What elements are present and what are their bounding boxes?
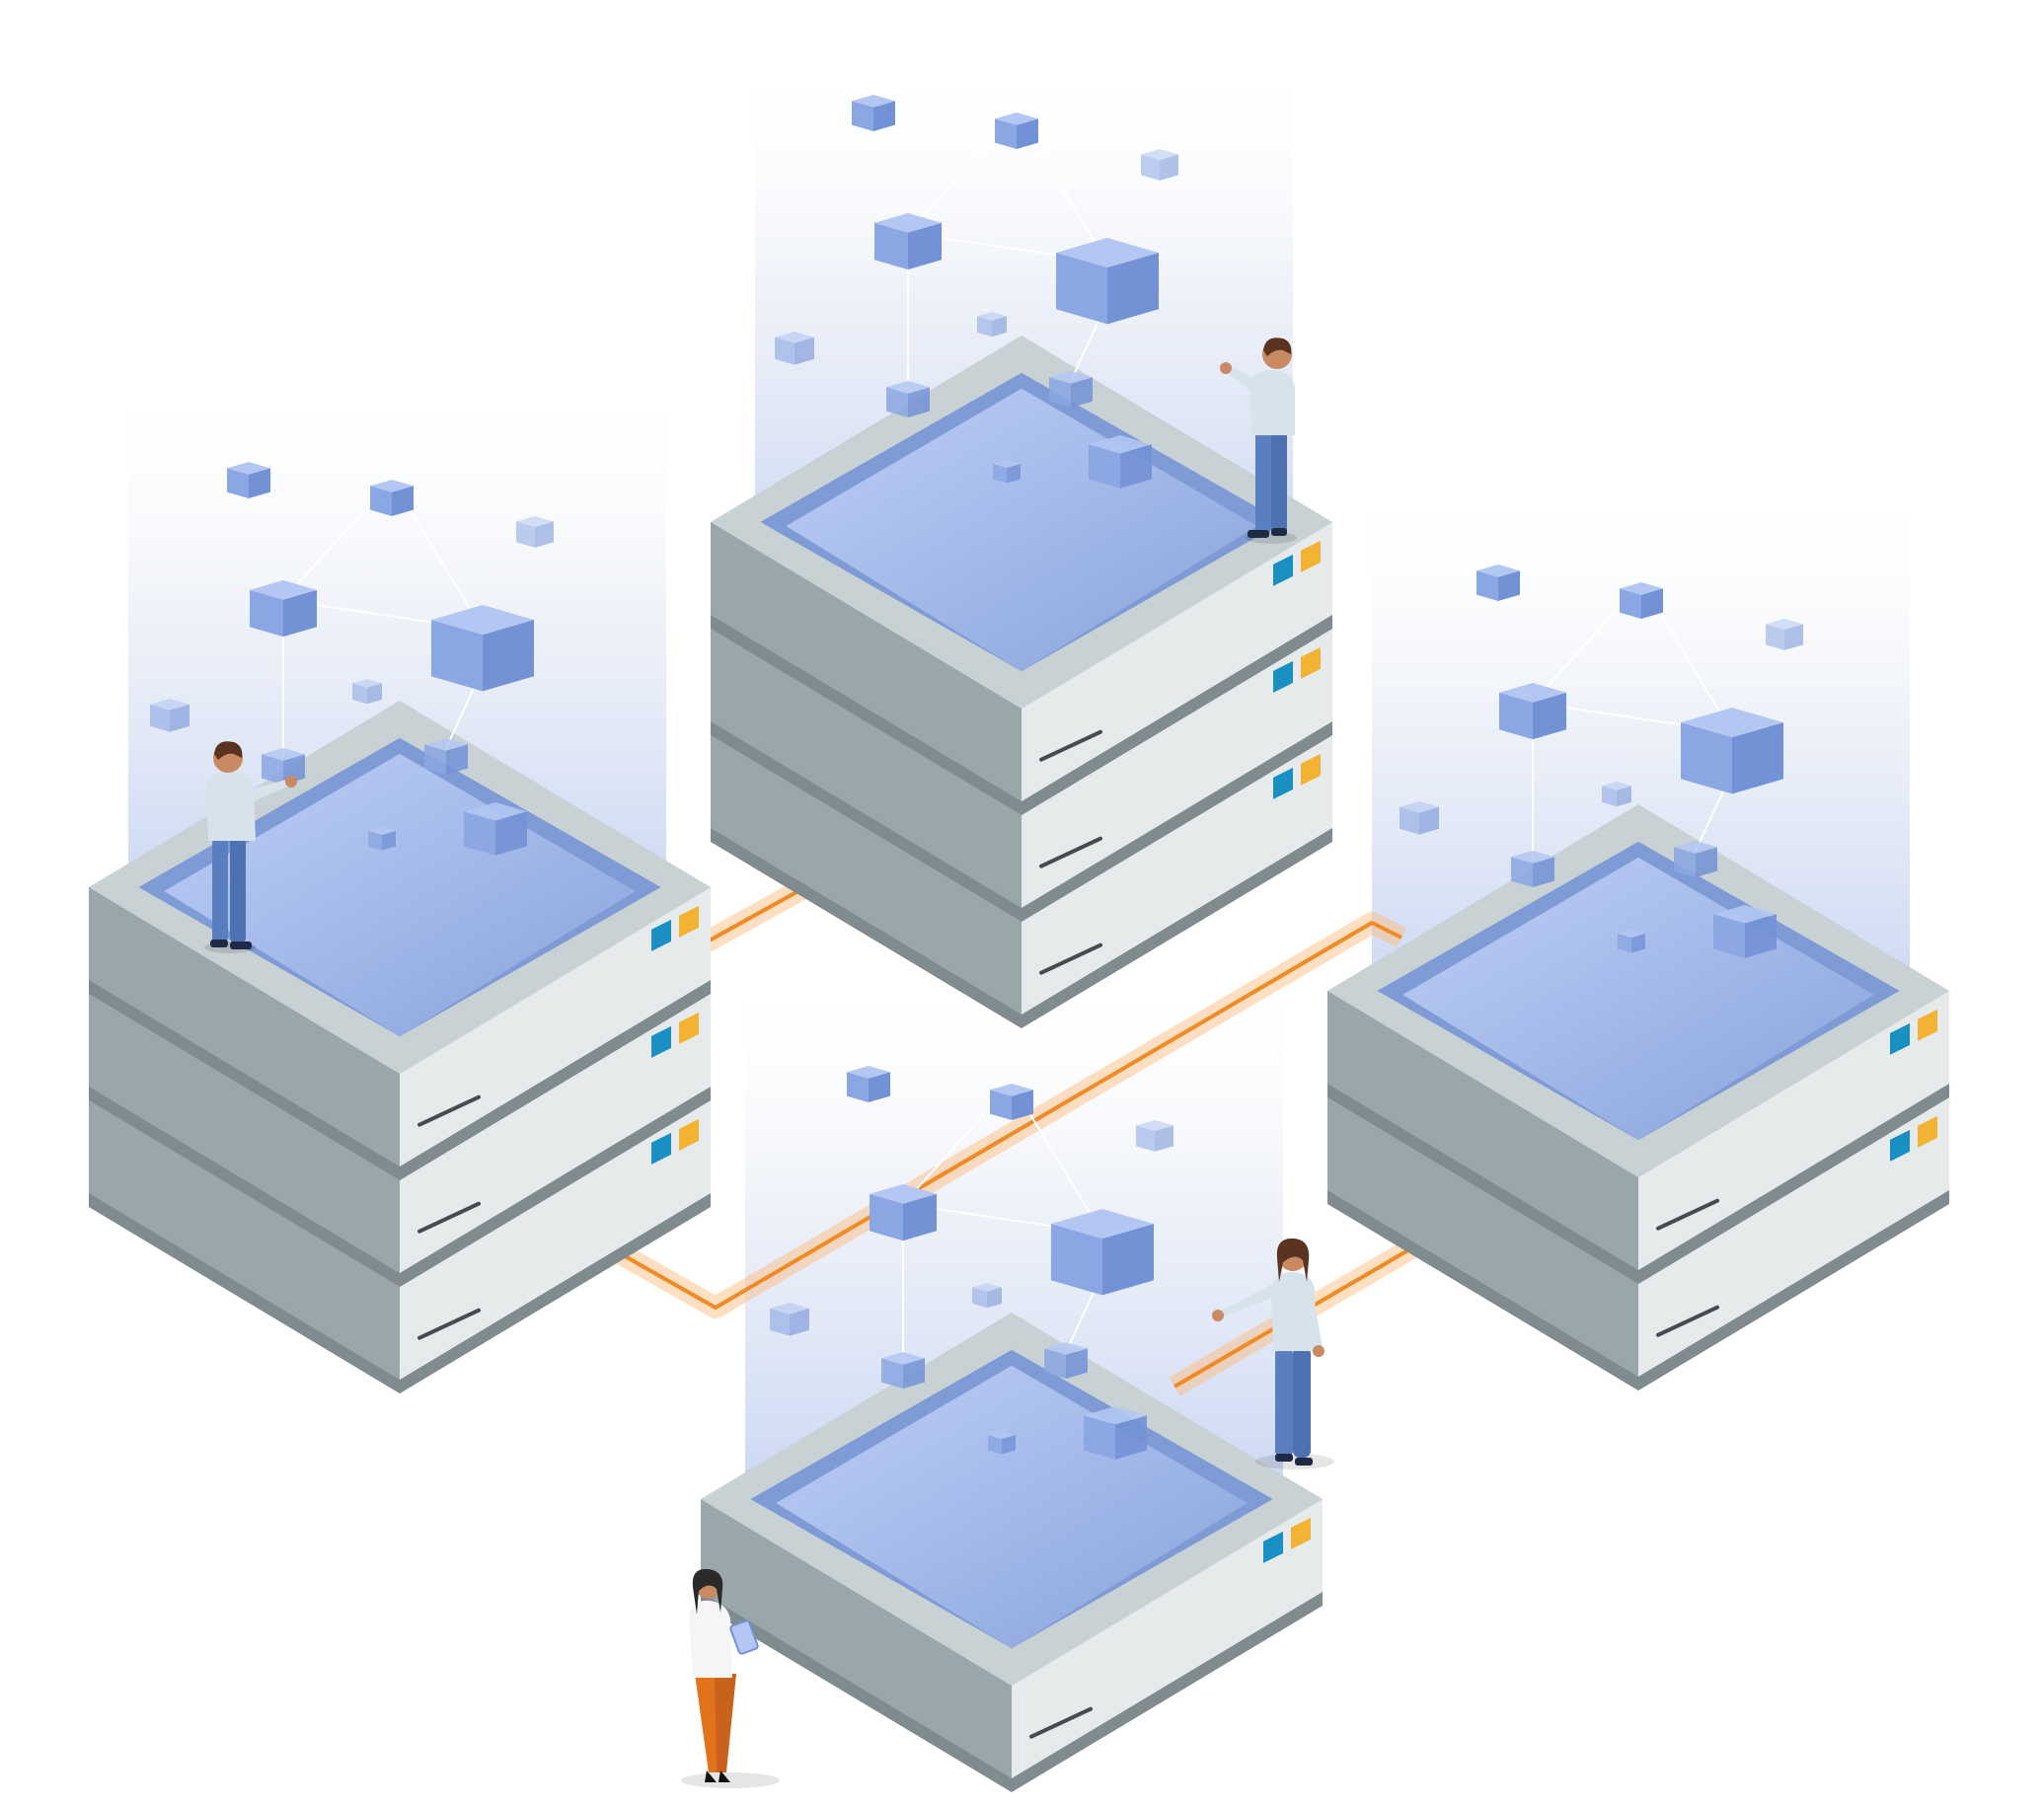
- data-cube-icon: [1400, 801, 1439, 835]
- data-cube-icon: [881, 1352, 925, 1389]
- status-led-blue: [1890, 1129, 1910, 1162]
- data-cube-icon: [993, 460, 1021, 484]
- drive-slot: [1656, 1305, 1719, 1337]
- status-led-blue: [651, 1132, 671, 1165]
- status-led-yellow: [679, 905, 699, 938]
- data-cube-icon: [1618, 930, 1645, 953]
- data-cube-icon: [1766, 619, 1803, 650]
- data-cube-icon: [995, 113, 1038, 149]
- data-cube-icon: [1056, 238, 1159, 325]
- status-led-blue: [1273, 660, 1293, 693]
- data-cube-icon: [847, 1066, 890, 1102]
- data-cube-icon: [370, 480, 414, 516]
- data-cube-icon: [262, 748, 305, 785]
- status-led-blue: [651, 1025, 671, 1058]
- server-unit: [711, 336, 1332, 815]
- data-cube-icon: [1044, 1342, 1088, 1379]
- status-led-yellow: [1918, 1009, 1937, 1041]
- data-cube-icon: [775, 332, 814, 365]
- status-led-blue: [1273, 554, 1293, 586]
- drive-slot: [417, 1201, 481, 1234]
- data-cube-icon: [990, 1084, 1033, 1120]
- data-cube-icon: [988, 1431, 1016, 1455]
- drive-slot: [1039, 836, 1102, 868]
- data-cube-icon: [150, 699, 189, 732]
- person-left-server: [204, 741, 297, 953]
- data-cube-icon: [250, 580, 317, 638]
- connector-left-to-right: [562, 921, 1402, 1310]
- data-cube-icon: [1674, 841, 1717, 877]
- data-cube-icon: [1713, 905, 1777, 958]
- data-cube-clusters: [150, 95, 1803, 1460]
- data-cube-icon: [1049, 371, 1093, 408]
- data-cube-icon: [1499, 683, 1566, 740]
- data-cube-icon: [464, 802, 527, 856]
- data-cube-icon: [1089, 435, 1152, 489]
- data-cube-icon: [516, 516, 554, 548]
- drive-slot: [1656, 1198, 1719, 1231]
- cube-cluster-1: [775, 95, 1178, 489]
- drive-slot: [1039, 729, 1102, 762]
- drive-slot: [1029, 1706, 1093, 1739]
- status-led-yellow: [1301, 753, 1321, 786]
- status-led-blue: [1273, 767, 1293, 799]
- server-stack-left: [89, 701, 711, 1393]
- data-cube-icon: [886, 381, 930, 417]
- data-cube-icon: [424, 738, 468, 775]
- data-cube-icon: [874, 213, 942, 270]
- data-cube-icon: [977, 312, 1007, 338]
- status-led-yellow: [1291, 1517, 1311, 1549]
- data-cube-icon: [227, 462, 270, 498]
- data-cube-icon: [1476, 565, 1520, 601]
- cube-cluster-4: [770, 1066, 1173, 1460]
- data-cube-icon: [770, 1303, 809, 1336]
- data-cube-icon: [1141, 149, 1178, 181]
- status-led-yellow: [679, 1118, 699, 1151]
- drive-slot: [1039, 942, 1102, 975]
- server-stack-bottom-center: [701, 1313, 1323, 1792]
- server-stacks: [89, 336, 1949, 1792]
- drive-slot: [417, 1308, 481, 1340]
- status-led-yellow: [1301, 540, 1321, 572]
- status-led-blue: [1263, 1531, 1283, 1563]
- data-cube-icon: [1136, 1120, 1173, 1152]
- status-led-blue: [1890, 1022, 1910, 1055]
- data-cube-icon: [972, 1283, 1002, 1309]
- data-cube-icon: [1511, 851, 1554, 887]
- cube-cluster-3: [1400, 565, 1803, 958]
- tablet-icon: [729, 1619, 759, 1655]
- person-bottom-right: [1212, 1238, 1334, 1469]
- data-cube-icon: [1602, 782, 1631, 807]
- data-cube-icon: [1620, 582, 1663, 619]
- person-bottom-left: [681, 1568, 780, 1788]
- data-cube-icon: [870, 1184, 937, 1242]
- data-cube-icon: [852, 95, 895, 131]
- person-top-server: [1220, 338, 1297, 544]
- status-led-yellow: [1301, 646, 1321, 679]
- status-led-yellow: [1918, 1115, 1937, 1148]
- server-stack-top-center: [711, 336, 1332, 1028]
- status-led-blue: [651, 919, 671, 951]
- cube-cluster-2: [150, 462, 554, 856]
- people: [204, 338, 1334, 1788]
- data-cube-icon: [1681, 708, 1783, 794]
- data-cube-icon: [1084, 1406, 1147, 1460]
- data-cube-icon: [352, 679, 382, 705]
- data-cube-icon: [431, 605, 534, 692]
- drive-slot: [417, 1094, 481, 1127]
- data-cube-icon: [368, 827, 396, 851]
- status-led-yellow: [679, 1012, 699, 1044]
- data-cube-icon: [1051, 1209, 1154, 1296]
